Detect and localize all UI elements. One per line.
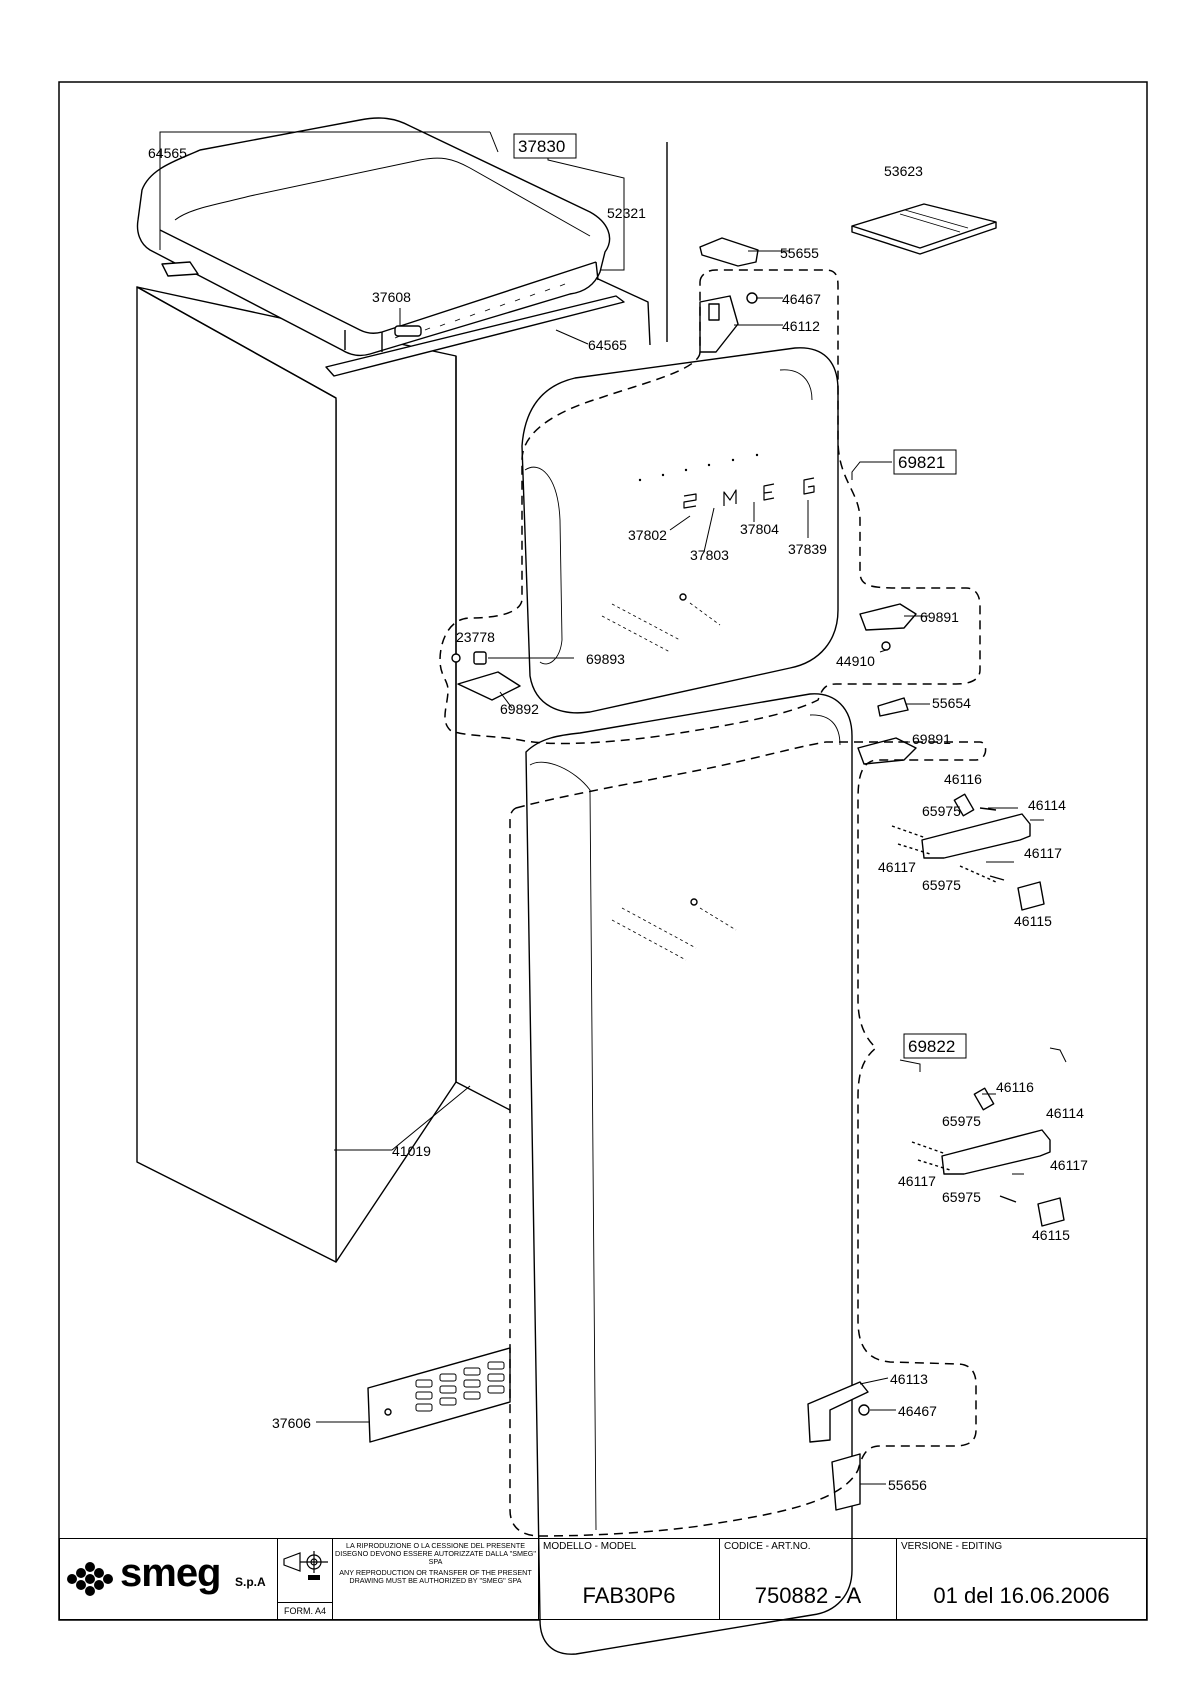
version-cell: VERSIONE - EDITING 01 del 16.06.2006	[896, 1538, 1147, 1620]
label-37804: 37804	[740, 521, 779, 537]
handle-set-lower	[911, 1087, 1065, 1227]
kick-plate-37606	[367, 1347, 511, 1443]
model-cell: MODELLO - MODEL FAB30P6	[538, 1538, 720, 1620]
bottom-hinge-46113	[807, 1381, 870, 1443]
label-69893: 69893	[586, 651, 625, 667]
label-46117-b: 46117	[878, 859, 916, 875]
label-46115-lower: 46115	[1032, 1227, 1070, 1243]
format-label: FORM. A4	[278, 1602, 332, 1616]
logo-wordmark: smeg	[120, 1551, 221, 1595]
label-46116-upper: 46116	[944, 771, 982, 787]
hinge-pin-55654	[877, 697, 909, 717]
label-41019: 41019	[392, 1143, 431, 1159]
top-lid-37830	[136, 117, 611, 357]
label-box-37830	[513, 133, 577, 159]
front-strip-64565	[325, 277, 651, 377]
label-69821: 69821	[898, 453, 945, 472]
manual-53623	[851, 203, 997, 255]
label-46116-lower: 46116	[996, 1079, 1034, 1095]
label-37606: 37606	[272, 1415, 311, 1431]
upper-door-69821	[521, 347, 839, 714]
label-46467-top: 46467	[782, 291, 821, 307]
label-69822: 69822	[908, 1037, 955, 1056]
boundary-lower-door	[509, 741, 987, 1537]
notice-cell: LA RIPRODUZIONE O LA CESSIONE DEL PRESEN…	[332, 1538, 539, 1620]
part-labels: 64565 37830 53623 52321 55655 46467 4611…	[148, 137, 1088, 1493]
label-53623: 53623	[884, 163, 923, 179]
projection-symbol-icon	[283, 1551, 328, 1580]
label-65975-c: 65975	[942, 1113, 981, 1129]
label-46117-a: 46117	[1024, 845, 1062, 861]
label-37803: 37803	[690, 547, 729, 563]
hinge-pin-55656	[831, 1453, 861, 1511]
label-65975-d: 65975	[942, 1189, 981, 1205]
label-65975-a: 65975	[922, 803, 961, 819]
side-panel-41019	[136, 286, 511, 1263]
group-boundaries	[439, 269, 987, 1537]
label-46115-upper: 46115	[1014, 913, 1052, 929]
label-37839: 37839	[788, 541, 827, 557]
label-55655: 55655	[780, 245, 819, 261]
label-69891-lower: 69891	[912, 731, 951, 747]
label-52321: 52321	[607, 205, 646, 221]
label-37608: 37608	[372, 289, 411, 305]
hinge-46112	[699, 292, 758, 353]
notice-english: ANY REPRODUCTION OR TRANSFER OF THE PRES…	[339, 1567, 532, 1585]
label-37802: 37802	[628, 527, 667, 543]
model-header: MODELLO - MODEL	[543, 1541, 637, 1552]
label-46113: 46113	[890, 1371, 928, 1387]
logo-cell: smeg S.p.A	[59, 1538, 278, 1620]
label-37830: 37830	[518, 137, 565, 156]
model-value: FAB30P6	[582, 1583, 676, 1608]
handle-set-upper	[891, 793, 1045, 911]
label-64565-top: 64565	[148, 145, 187, 161]
label-69892: 69892	[500, 701, 539, 717]
label-44910: 44910	[836, 653, 875, 669]
boundary-upper-door	[439, 269, 981, 745]
label-23778: 23778	[456, 629, 495, 645]
code-header: CODICE - ART.NO.	[724, 1541, 811, 1552]
label-55654: 55654	[932, 695, 971, 711]
hinge-parts-left	[451, 651, 521, 701]
label-box-69821	[893, 449, 957, 475]
label-46467-bottom: 46467	[898, 1403, 937, 1419]
version-header: VERSIONE - EDITING	[901, 1541, 1003, 1552]
label-46114-upper: 46114	[1028, 797, 1066, 813]
smeg-logo	[67, 1562, 113, 1596]
company-suffix: S.p.A	[235, 1575, 266, 1589]
code-cell: CODICE - ART.NO. 750882 - A	[719, 1538, 897, 1620]
hinge-plate-69891-upper	[859, 603, 917, 651]
title-block: smeg S.p.A FORM. A4 LA RIPRODUZIONE O LA…	[59, 1538, 1147, 1620]
lower-door-69822	[525, 693, 853, 1655]
code-value: 750882 - A	[754, 1583, 862, 1608]
label-46117-c: 46117	[1050, 1157, 1088, 1173]
projection-cell: FORM. A4	[277, 1538, 333, 1620]
version-value: 01 del 16.06.2006	[933, 1583, 1110, 1608]
label-46117-d: 46117	[898, 1173, 936, 1189]
hinge-plate-69891-lower	[857, 737, 917, 765]
label-64565-strip: 64565	[588, 337, 627, 353]
label-46114-lower: 46114	[1046, 1105, 1084, 1121]
label-55656: 55656	[888, 1477, 927, 1493]
hinge-plate-55655	[699, 237, 759, 267]
notice-italian: LA RIPRODUZIONE O LA CESSIONE DEL PRESEN…	[335, 1541, 536, 1567]
label-65975-b: 65975	[922, 877, 961, 893]
label-46112: 46112	[782, 318, 820, 334]
label-box-69822	[903, 1033, 967, 1059]
label-69891-upper: 69891	[920, 609, 959, 625]
